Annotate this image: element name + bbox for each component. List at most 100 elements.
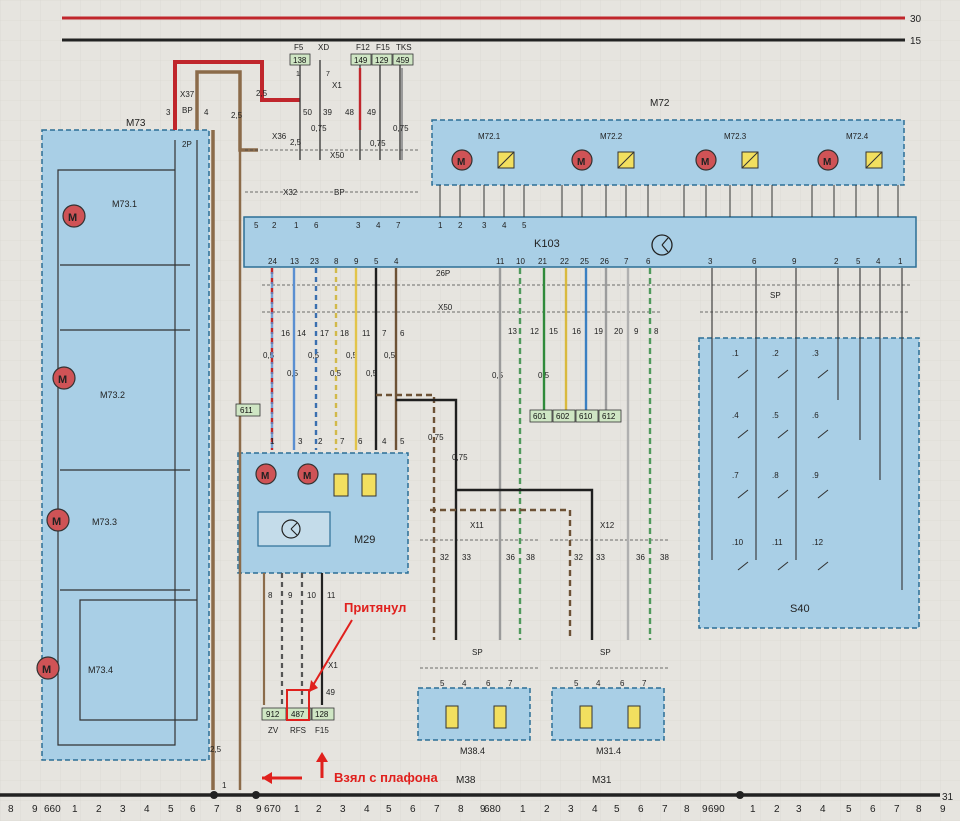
- svg-text:M: M: [823, 157, 831, 168]
- svg-text:6: 6: [752, 257, 757, 266]
- svg-text:2: 2: [774, 804, 780, 815]
- svg-text:0,75: 0,75: [370, 139, 386, 148]
- svg-text:4: 4: [462, 679, 467, 688]
- bp-label-mid: BP: [334, 188, 345, 197]
- rail-15-label: 15: [910, 36, 922, 47]
- svg-text:7: 7: [434, 804, 440, 815]
- svg-text:0,75: 0,75: [428, 433, 444, 442]
- svg-text:18: 18: [340, 329, 349, 338]
- svg-text:M: M: [42, 664, 51, 676]
- svg-text:9: 9: [288, 591, 293, 600]
- svg-text:5: 5: [440, 679, 445, 688]
- 2p-label: 2P: [182, 140, 192, 149]
- svg-text:7: 7: [894, 804, 900, 815]
- svg-text:.8: .8: [772, 471, 779, 480]
- box-128: 128: [315, 710, 329, 719]
- svg-text:5: 5: [522, 221, 527, 230]
- svg-text:.2: .2: [772, 349, 779, 358]
- fuse-label-f15: F15: [376, 43, 390, 52]
- sp-label-m31: SP: [600, 648, 611, 657]
- svg-text:0,5: 0,5: [492, 371, 504, 380]
- svg-text:13: 13: [508, 327, 517, 336]
- bottom-scale: 8 9 660 1 2 3 4 5 6 7 8 9 670 1 2 3 4 5 …: [8, 804, 946, 815]
- svg-text:8: 8: [916, 804, 922, 815]
- svg-text:M: M: [58, 374, 67, 386]
- fuse-label-tks: TKS: [396, 43, 412, 52]
- svg-text:Притянул: Притянул: [344, 600, 406, 615]
- svg-text:33: 33: [596, 553, 605, 562]
- svg-text:.11: .11: [772, 538, 783, 547]
- svg-text:610: 610: [579, 412, 593, 421]
- svg-text:0,5: 0,5: [330, 369, 342, 378]
- svg-text:3: 3: [482, 221, 487, 230]
- svg-text:6: 6: [190, 804, 196, 815]
- svg-text:.7: .7: [732, 471, 739, 480]
- svg-text:7: 7: [214, 804, 220, 815]
- svg-text:M: M: [701, 157, 709, 168]
- svg-text:16: 16: [572, 327, 581, 336]
- svg-text:32: 32: [574, 553, 583, 562]
- svg-text:50: 50: [303, 108, 312, 117]
- svg-text:M: M: [457, 157, 465, 168]
- svg-text:8: 8: [268, 591, 273, 600]
- label-rfs: RFS: [290, 726, 306, 735]
- m73-2-label: M73.2: [100, 390, 125, 400]
- x1-label-m29: X1: [328, 661, 338, 670]
- svg-text:7: 7: [382, 329, 387, 338]
- svg-text:9: 9: [634, 327, 639, 336]
- m72-4-motor-icon: M: [817, 149, 883, 171]
- svg-text:4: 4: [394, 257, 399, 266]
- svg-text:M: M: [577, 157, 585, 168]
- svg-text:6: 6: [486, 679, 491, 688]
- svg-text:8: 8: [334, 257, 339, 266]
- svg-text:8: 8: [458, 804, 464, 815]
- svg-text:5: 5: [400, 437, 405, 446]
- m29-motor-2-icon: M: [297, 463, 319, 485]
- wire-id-labels: 16 14 17 18 11 7 6 13 12 15 16 19 20 9 8: [281, 327, 659, 338]
- fuse-box-129: 129: [375, 56, 389, 65]
- k103-bottom-pins: 24 13 23 8 9 5 4 11 10 21 22 25 26 7 6 3…: [268, 257, 903, 266]
- m29-clock-icon: [281, 519, 301, 539]
- fuse-box-149: 149: [354, 56, 368, 65]
- svg-text:2,5: 2,5: [231, 111, 243, 120]
- fuse-box-138: 138: [293, 56, 307, 65]
- svg-text:6: 6: [646, 257, 651, 266]
- m29-sensor-icon: [333, 473, 377, 497]
- svg-text:49: 49: [367, 108, 376, 117]
- m72-wiring: [439, 185, 899, 217]
- m73-label: M73: [126, 118, 146, 129]
- svg-text:5: 5: [846, 804, 852, 815]
- svg-text:2: 2: [318, 437, 323, 446]
- svg-text:4: 4: [364, 804, 370, 815]
- svg-text:9: 9: [480, 804, 486, 815]
- svg-text:680: 680: [484, 804, 501, 815]
- svg-text:M: M: [303, 471, 311, 482]
- m38-4-label: M38.4: [460, 746, 485, 756]
- m29-wiring: [262, 573, 324, 705]
- svg-text:9: 9: [256, 804, 262, 815]
- m29-control-unit: [257, 511, 331, 547]
- svg-text:6: 6: [870, 804, 876, 815]
- m31-4-label: M31.4: [596, 746, 621, 756]
- svg-text:.4: .4: [732, 411, 739, 420]
- svg-text:5: 5: [254, 221, 259, 230]
- x12-label: X12: [600, 521, 615, 530]
- svg-text:38: 38: [526, 553, 535, 562]
- svg-text:1: 1: [898, 257, 903, 266]
- svg-text:6: 6: [410, 804, 416, 815]
- fuse-label-f5: F5: [294, 43, 304, 52]
- svg-text:8: 8: [684, 804, 690, 815]
- svg-text:6: 6: [620, 679, 625, 688]
- s40-switch-contacts: [737, 369, 829, 571]
- svg-text:690: 690: [708, 804, 725, 815]
- svg-text:611: 611: [240, 406, 253, 415]
- svg-text:7: 7: [662, 804, 668, 815]
- x12-pin-labels: 32 33 36 38: [574, 553, 669, 562]
- svg-text:3: 3: [708, 257, 713, 266]
- sp-label-k103: SP: [770, 291, 781, 300]
- m38-label: M38: [456, 775, 476, 786]
- x36-label: X36: [272, 132, 287, 141]
- badge-row-601: 601 602 610 612: [529, 409, 622, 423]
- svg-text:670: 670: [264, 804, 281, 815]
